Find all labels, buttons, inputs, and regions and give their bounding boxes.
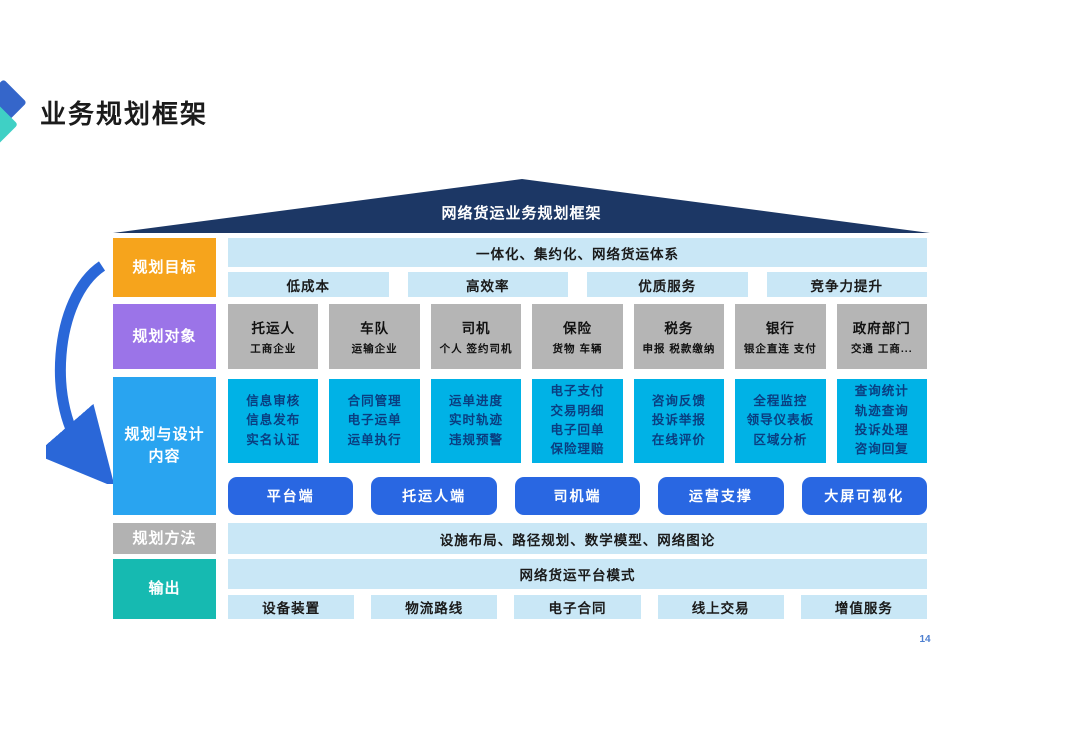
feature-line: 运单进度 — [449, 393, 504, 408]
object-title: 保险 — [562, 321, 592, 336]
feature-line: 投诉举报 — [651, 413, 706, 428]
feature-card: 全程监控 领导仪表板 区域分析 — [735, 379, 826, 463]
feature-line: 在线评价 — [651, 432, 706, 447]
object-card: 保险 货物 车辆 — [532, 304, 623, 369]
goal-item: 优质服务 — [587, 272, 748, 297]
curved-arrow-icon — [46, 261, 115, 484]
page-number: 14 — [919, 634, 931, 645]
feature-line: 违规预警 — [449, 432, 504, 447]
page-title: 业务规划框架 — [40, 99, 209, 129]
object-subtitle: 工商企业 — [250, 343, 297, 355]
object-card: 政府部门 交通 工商... — [836, 304, 927, 369]
output-items-row: 设备装置 物流路线 电子合同 线上交易 增值服务 — [228, 595, 927, 619]
feature-line: 实时轨迹 — [449, 413, 504, 428]
feature-card: 运单进度 实时轨迹 违规预警 — [430, 379, 522, 463]
goal-item: 高效率 — [407, 272, 568, 297]
output-item: 电子合同 — [514, 595, 641, 619]
feature-card: 咨询反馈 投诉举报 在线评价 — [633, 379, 725, 463]
feature-line: 交易明细 — [550, 403, 605, 418]
feature-line: 轨迹查询 — [854, 403, 909, 418]
object-card: 托运人 工商企业 — [228, 304, 319, 369]
row-label-design-line2: 内容 — [148, 448, 181, 465]
feature-line: 信息审核 — [246, 393, 301, 408]
terminal-button-platform: 平台端 — [228, 477, 354, 515]
object-subtitle: 银企直连 支付 — [743, 343, 817, 355]
terminals-row: 平台端 托运人端 司机端 运营支撑 大屏可视化 — [228, 477, 927, 515]
object-title: 银行 — [765, 321, 795, 336]
row-label-objects: 规划对象 — [113, 304, 216, 369]
features-row: 信息审核 信息发布 实名认证 合同管理 电子运单 运单执行 运单进度 实时轨迹 … — [228, 379, 927, 463]
feature-card: 信息审核 信息发布 实名认证 — [228, 379, 319, 463]
methods-banner: 设施布局、路径规划、数学模型、网络图论 — [228, 523, 927, 554]
object-title: 政府部门 — [852, 321, 911, 336]
object-card: 银行 银企直连 支付 — [735, 304, 826, 369]
row-label-design: 规划与设计 内容 — [113, 377, 216, 515]
row-label-design-line1: 规划与设计 — [124, 426, 205, 444]
output-banner: 网络货运平台模式 — [228, 559, 927, 589]
object-subtitle: 个人 签约司机 — [439, 343, 513, 355]
feature-card: 电子支付 交易明细 电子回单 保险理赔 — [532, 379, 623, 463]
goals-banner: 一体化、集约化、网络货运体系 — [228, 238, 927, 267]
feature-line: 咨询反馈 — [651, 393, 706, 408]
feature-line: 电子支付 — [550, 384, 605, 399]
object-subtitle: 货物 车辆 — [552, 343, 603, 355]
object-title: 车队 — [360, 321, 390, 336]
row-label-methods: 规划方法 — [113, 523, 216, 554]
feature-line: 电子回单 — [550, 423, 605, 437]
output-item: 物流路线 — [371, 595, 498, 619]
terminal-button-driver: 司机端 — [514, 477, 641, 515]
feature-line: 区域分析 — [753, 432, 808, 447]
objects-row: 托运人 工商企业 车队 运输企业 司机 个人 签约司机 保险 货物 车辆 税务 … — [228, 304, 927, 369]
object-title: 托运人 — [251, 321, 295, 336]
feature-line: 电子运单 — [347, 413, 402, 428]
feature-line: 查询统计 — [854, 384, 909, 399]
object-subtitle: 交通 工商... — [850, 343, 913, 355]
terminal-button-shipper: 托运人端 — [371, 477, 497, 515]
object-title: 税务 — [664, 321, 694, 336]
terminal-button-dashboard: 大屏可视化 — [801, 477, 927, 515]
terminal-button-operations: 运营支撑 — [658, 477, 784, 515]
goal-item: 竞争力提升 — [766, 272, 927, 297]
object-subtitle: 运输企业 — [351, 343, 398, 355]
object-card: 司机 个人 签约司机 — [430, 304, 522, 369]
roof-triangle-shape — [113, 179, 930, 233]
feature-line: 领导仪表板 — [746, 413, 815, 428]
feature-line: 投诉处理 — [854, 423, 909, 437]
feature-card: 合同管理 电子运单 运单执行 — [329, 379, 420, 463]
object-card: 税务 申报 税款缴纳 — [633, 304, 725, 369]
object-card: 车队 运输企业 — [329, 304, 420, 369]
feature-line: 咨询回复 — [854, 442, 909, 457]
roof-title: 网络货运业务规划框架 — [441, 205, 602, 222]
feature-card: 查询统计 轨迹查询 投诉处理 咨询回复 — [836, 379, 927, 463]
object-subtitle: 申报 税款缴纳 — [642, 343, 716, 355]
goal-item: 低成本 — [228, 272, 389, 297]
feature-line: 合同管理 — [347, 393, 402, 408]
feature-line: 运单执行 — [347, 432, 402, 447]
feature-line: 保险理赔 — [550, 442, 605, 457]
output-item: 设备装置 — [228, 595, 355, 619]
object-title: 司机 — [461, 321, 491, 336]
row-label-goals: 规划目标 — [113, 238, 216, 297]
row-label-output: 输出 — [113, 559, 216, 619]
feature-line: 实名认证 — [246, 432, 301, 447]
output-item: 增值服务 — [800, 595, 927, 619]
roof-banner: 网络货运业务规划框架 — [113, 179, 930, 233]
output-item: 线上交易 — [657, 595, 784, 619]
goals-items-row: 低成本 高效率 优质服务 竞争力提升 — [228, 272, 927, 297]
feature-line: 全程监控 — [753, 393, 808, 408]
feature-line: 信息发布 — [246, 413, 301, 428]
